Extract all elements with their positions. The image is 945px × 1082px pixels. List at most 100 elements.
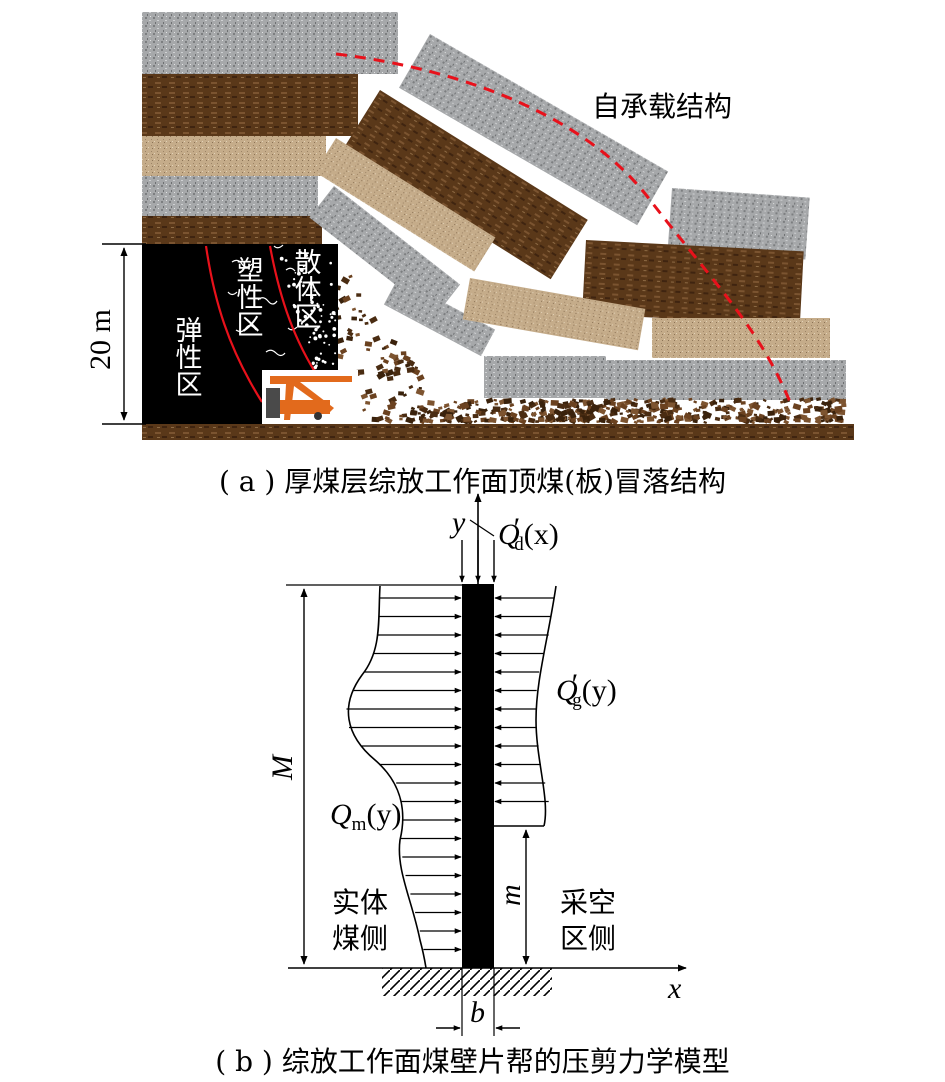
loose-fragment <box>302 284 305 288</box>
dim-m-label: m <box>494 884 527 906</box>
rubble-fragment <box>382 368 389 374</box>
rubble-fragment <box>619 412 623 415</box>
rubble-fragment <box>671 407 679 414</box>
rubble-fragment <box>418 386 422 390</box>
rubble-fragment <box>650 402 659 409</box>
rubble-fragment <box>473 419 478 424</box>
rubble-fragment <box>568 400 577 408</box>
rubble-fragment <box>351 307 357 312</box>
rubble-fragment <box>475 403 479 406</box>
rubble-fragment <box>386 375 394 382</box>
rubble-fragment <box>801 414 810 423</box>
zone-label-elastic: 弹性区 <box>171 316 203 397</box>
rubble-fragment <box>361 313 367 318</box>
rubble-fragment <box>508 416 516 422</box>
rubble-fragment <box>420 413 426 418</box>
loose-fragment <box>318 308 323 312</box>
loose-fragment <box>310 300 314 305</box>
rubble-fragment <box>676 414 683 420</box>
rubble-fragment <box>358 318 363 322</box>
rubble-fragment <box>443 404 448 409</box>
tilted-granite-block-3 <box>383 278 496 357</box>
rubble-fragment <box>597 407 607 415</box>
rubble-fragment <box>389 400 397 407</box>
rubble-fragment <box>535 420 539 423</box>
rubble-fragment <box>633 420 638 425</box>
rubble-fragment <box>527 417 536 424</box>
ground-hatch <box>382 968 552 996</box>
rubble-fragment <box>449 408 455 413</box>
rubble-fragment <box>557 414 566 422</box>
rubble-fragment <box>625 409 630 414</box>
loose-fragment <box>329 261 333 265</box>
rubble-fragment <box>828 418 834 423</box>
caption-a: ( a ) 厚煤层综放工作面顶煤(板)冒落结构 <box>218 465 727 498</box>
rubble-fragment <box>384 416 390 421</box>
rubble-fragment <box>725 411 730 415</box>
rubble-fragment <box>493 398 498 402</box>
loose-fragment <box>299 268 304 272</box>
rubble-fragment <box>397 359 404 365</box>
rubble-fragment <box>475 409 482 416</box>
loose-fragment <box>308 341 311 344</box>
rubble-fragment <box>382 358 390 365</box>
loose-fragment <box>293 304 297 309</box>
loose-fragment <box>316 302 319 305</box>
rubble-fragment <box>364 341 373 347</box>
rubble-fragment <box>766 405 771 410</box>
loose-fragment <box>287 284 291 288</box>
rubble-fragment <box>626 412 634 419</box>
goaf-side-load-arrows <box>494 595 555 805</box>
rubble-fragment <box>415 388 425 396</box>
self-bearing-structure-label: 自承载结构 <box>592 90 732 123</box>
rubble-fragment <box>426 409 432 415</box>
goaf-side-load-envelope <box>535 585 557 827</box>
rubble-fragment <box>388 396 398 405</box>
loose-fragment <box>299 251 302 254</box>
rubble-fragment <box>530 411 537 417</box>
loose-fragment <box>316 362 318 364</box>
rubble-fragment <box>463 416 471 423</box>
tan-block-right <box>652 318 830 358</box>
rubble-fragment <box>340 276 350 285</box>
rubble-fragment <box>678 407 683 411</box>
rubble-fragment <box>427 400 435 406</box>
rubble-fragment <box>472 414 479 419</box>
loose-fragment <box>300 280 303 283</box>
top-load-label: Q′d(x) <box>498 512 559 555</box>
rubble-fragment <box>807 404 814 410</box>
loose-fragment <box>279 256 284 261</box>
rubble-fragment <box>336 353 344 360</box>
rubble-fragment <box>703 420 708 425</box>
loose-fragment <box>321 359 325 363</box>
rubble-fragment <box>610 417 619 426</box>
rubble-fragment <box>575 405 580 409</box>
rubble-fragment <box>722 414 728 420</box>
rubble-fragment <box>619 402 628 411</box>
loose-fragment <box>312 331 316 335</box>
loose-fragment <box>314 327 318 332</box>
rubble-fragment <box>582 399 587 403</box>
rubble-fragment <box>544 399 549 404</box>
loose-fragment <box>319 352 322 355</box>
loose-fragment <box>294 272 297 274</box>
tan-block-middle <box>462 278 646 351</box>
loose-fragment <box>318 334 322 338</box>
rubble-fragment <box>410 406 416 411</box>
rubble-fragment <box>834 406 843 414</box>
loose-fragment <box>313 365 318 370</box>
rubble-fragment <box>814 415 822 422</box>
loose-fragment <box>332 327 337 331</box>
rubble-fragment <box>375 363 384 371</box>
loose-fragment <box>328 343 331 346</box>
loose-boundary-line <box>268 245 321 381</box>
loose-fragment <box>316 326 320 329</box>
rubble-fragment <box>692 414 700 421</box>
rubble-fragment <box>751 402 761 411</box>
tilted-granite-block-2 <box>309 186 461 317</box>
rubble-fragment <box>792 403 802 411</box>
rubble-fragment <box>392 355 400 362</box>
rubble-fragment <box>559 409 569 418</box>
rubble-fragment <box>824 414 831 420</box>
rubble-fragment <box>503 398 512 405</box>
